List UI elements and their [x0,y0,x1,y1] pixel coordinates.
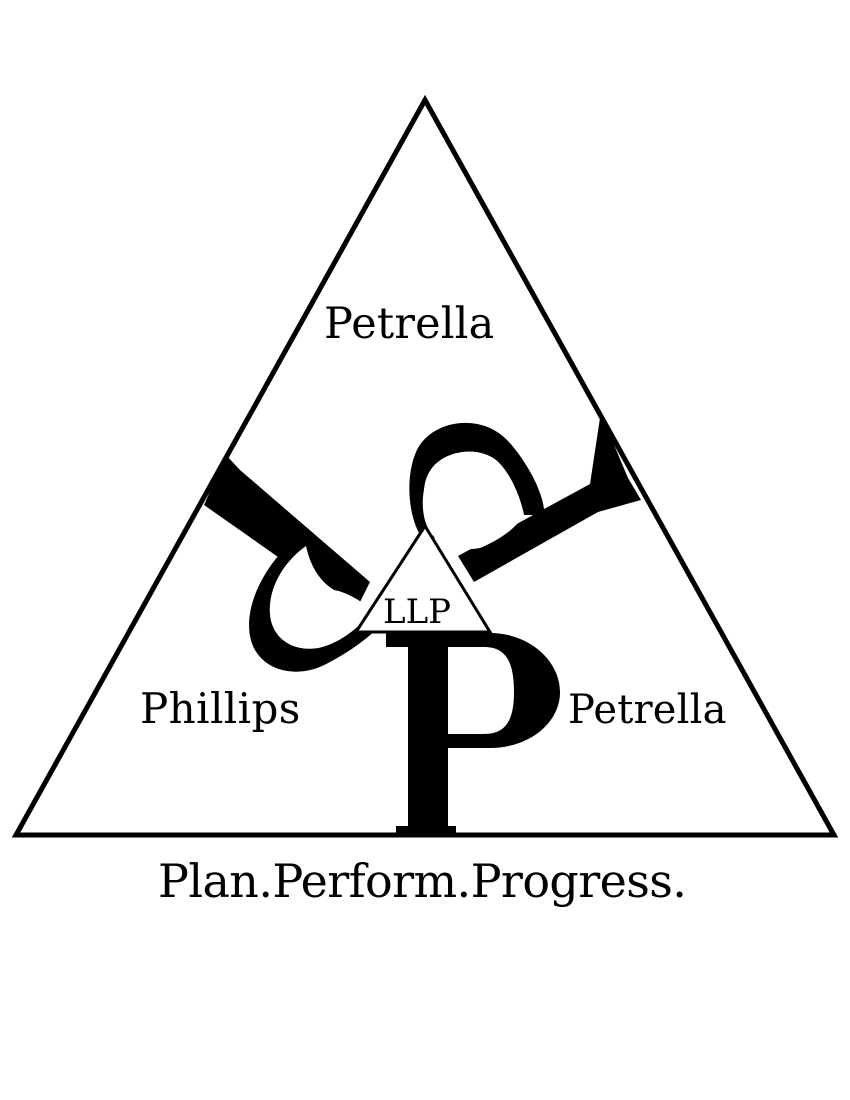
monogram-letter-p [386,633,560,835]
divider-bar-right [458,418,641,582]
monogram-loop-lower [249,540,388,672]
logo-suffix-llp: LLP [383,592,452,632]
logo-tagline: Plan.Perform.Progress. [158,854,687,908]
divider-bar-left [204,455,370,604]
logo-name-top: Petrella [324,299,495,349]
logo-name-left: Phillips [140,684,301,733]
inner-triangle [353,523,493,634]
logo-name-right: Petrella [568,687,727,733]
monogram-loop-upper [409,422,545,550]
